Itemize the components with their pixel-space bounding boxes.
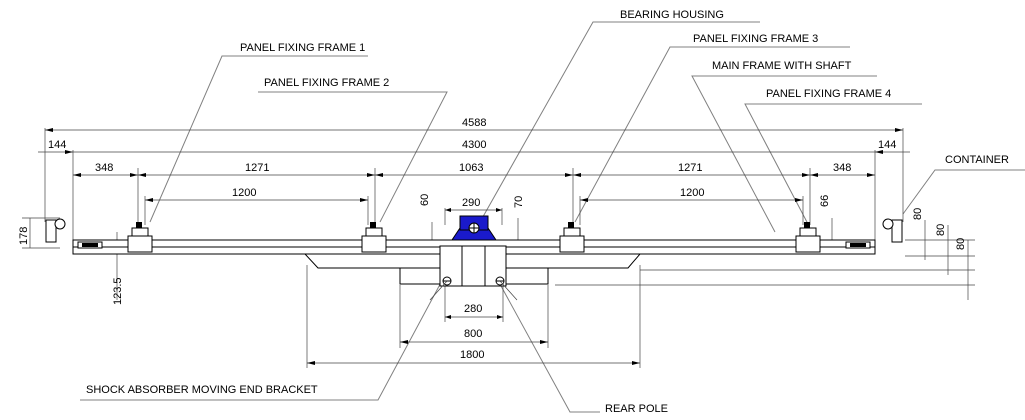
dim-70: 70 bbox=[513, 196, 525, 208]
dim-1271-right: 1271 bbox=[678, 162, 702, 174]
panel-fixing-frame-4-part bbox=[795, 222, 821, 253]
bearing-housing-part bbox=[451, 215, 497, 241]
shock-absorber-brackets bbox=[429, 276, 518, 301]
dim-280: 280 bbox=[464, 303, 482, 315]
label-bearing-housing: BEARING HOUSING bbox=[620, 9, 724, 21]
panel-fixing-frame-2-part bbox=[361, 222, 387, 253]
dim-1800: 1800 bbox=[460, 349, 484, 361]
dim-123-5: 123.5 bbox=[112, 277, 124, 305]
leader-lines bbox=[80, 21, 1025, 413]
main-frame-with-shaft bbox=[72, 239, 876, 287]
dim-800: 800 bbox=[464, 328, 482, 340]
dim-80-b: 80 bbox=[935, 224, 947, 236]
dim-1271-left: 1271 bbox=[245, 162, 269, 174]
panel-fixing-frame-1-part bbox=[127, 222, 153, 253]
dim-4300: 4300 bbox=[462, 139, 486, 151]
label-panel-fixing-frame-3: PANEL FIXING FRAME 3 bbox=[693, 33, 818, 45]
label-container: CONTAINER bbox=[945, 154, 1009, 166]
dim-66: 66 bbox=[819, 195, 831, 207]
dim-144-left: 144 bbox=[48, 139, 66, 151]
dim-60: 60 bbox=[419, 194, 431, 206]
dim-80-c: 80 bbox=[955, 238, 967, 250]
dim-1200-right: 1200 bbox=[680, 187, 704, 199]
dim-348-left: 348 bbox=[95, 162, 113, 174]
dim-348-right: 348 bbox=[833, 162, 851, 174]
dim-1200-left: 1200 bbox=[232, 187, 256, 199]
label-main-frame-with-shaft: MAIN FRAME WITH SHAFT bbox=[712, 60, 852, 72]
panel-fixing-frame-3-part bbox=[559, 222, 585, 253]
dim-178: 178 bbox=[18, 227, 30, 245]
label-shock-absorber-bracket: SHOCK ABSORBER MOVING END BRACKET bbox=[86, 384, 318, 396]
container-left bbox=[45, 218, 103, 249]
container-right bbox=[845, 218, 903, 249]
dim-80-a: 80 bbox=[912, 208, 924, 220]
dimension-lines bbox=[22, 128, 975, 368]
dim-144-right: 144 bbox=[878, 139, 896, 151]
dim-290: 290 bbox=[462, 197, 480, 209]
label-panel-fixing-frame-4: PANEL FIXING FRAME 4 bbox=[766, 88, 891, 100]
label-panel-fixing-frame-1: PANEL FIXING FRAME 1 bbox=[240, 42, 365, 54]
label-rear-pole: REAR POLE bbox=[605, 403, 668, 415]
dim-4588: 4588 bbox=[462, 117, 486, 129]
dim-1063: 1063 bbox=[459, 162, 483, 174]
label-panel-fixing-frame-2: PANEL FIXING FRAME 2 bbox=[264, 77, 389, 89]
